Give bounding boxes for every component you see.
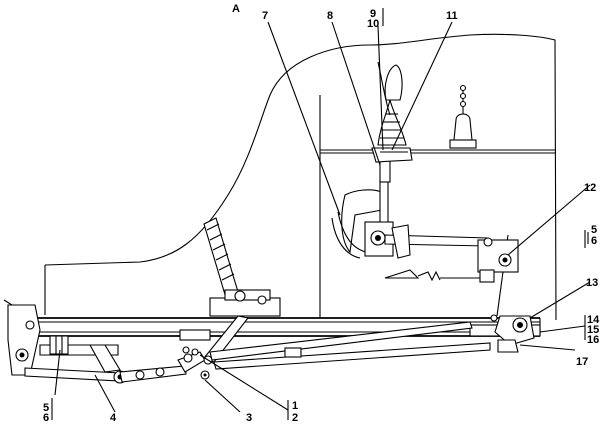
callout-9: 9 bbox=[370, 8, 376, 20]
callout-8: 8 bbox=[327, 10, 333, 22]
joystick-control bbox=[371, 61, 413, 163]
pedal-assembly bbox=[179, 217, 281, 365]
right-mechanism bbox=[490, 234, 535, 353]
callout-17: 17 bbox=[576, 356, 588, 368]
cab-outline bbox=[44, 33, 557, 321]
callout-6-left: 6 bbox=[43, 412, 49, 424]
callout-4: 4 bbox=[110, 412, 117, 424]
callout-6-right: 6 bbox=[591, 235, 597, 247]
callout-14: 14 bbox=[587, 314, 600, 326]
callout-1: 1 bbox=[292, 400, 298, 412]
diagonal-rods bbox=[209, 321, 491, 370]
callout-16: 16 bbox=[587, 334, 599, 346]
callout-15: 15 bbox=[587, 324, 599, 336]
callout-7: 7 bbox=[262, 10, 268, 22]
callout-10: 10 bbox=[367, 18, 379, 30]
rear-control-lever bbox=[449, 84, 477, 149]
callout-5-right: 5 bbox=[591, 224, 597, 236]
left-linkage bbox=[24, 335, 210, 384]
callout-labels: A 7 8 9 10 11 12 5 6 13 14 15 16 17 5 6 … bbox=[43, 3, 600, 424]
callout-12: 12 bbox=[584, 182, 596, 194]
rear-linkage bbox=[331, 159, 519, 283]
callout-11: 11 bbox=[446, 10, 458, 22]
callout-13: 13 bbox=[586, 277, 598, 289]
callout-3: 3 bbox=[246, 412, 252, 424]
view-label: A bbox=[232, 3, 240, 15]
callout-5-left: 5 bbox=[43, 402, 49, 414]
leader-lines bbox=[51, 8, 591, 420]
left-bracket bbox=[3, 299, 41, 376]
callout-2: 2 bbox=[292, 412, 298, 424]
